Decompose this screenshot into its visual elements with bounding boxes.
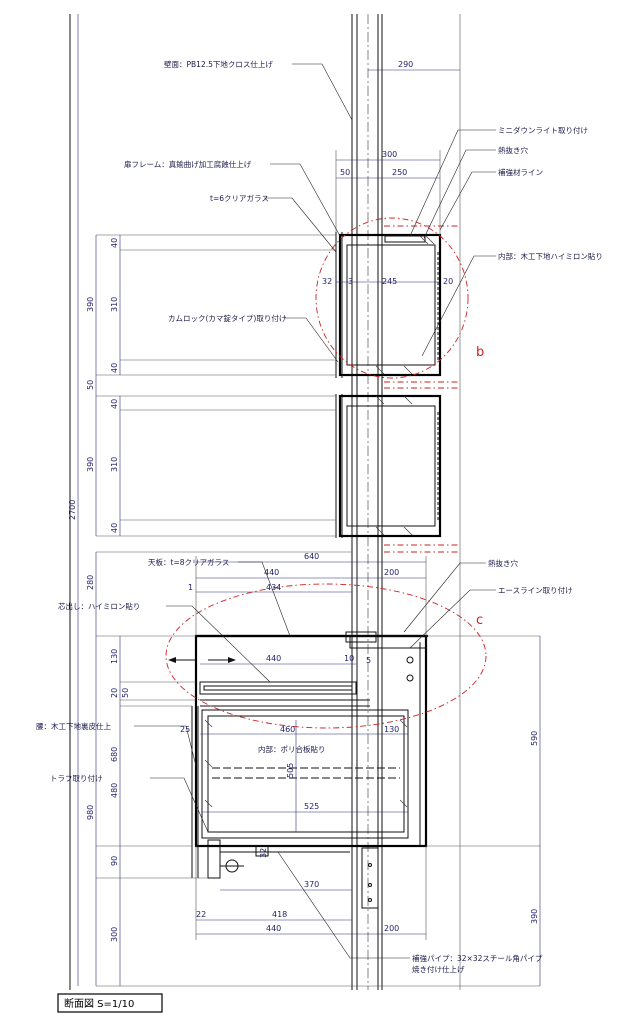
- note-vent-hole-top: 熱抜き穴: [498, 145, 528, 155]
- reinforce-lines: [384, 225, 460, 553]
- dim-3: 3: [348, 277, 353, 286]
- dim-25: 25: [180, 725, 190, 734]
- note-reinforce-line: 補強材ライン: [498, 167, 543, 177]
- dim-32: 32: [322, 277, 332, 286]
- dim-200b: 200: [384, 924, 399, 933]
- note-cam-lock: カムロック(カマ錠タイプ)取り付け: [168, 313, 286, 323]
- dim-v680: 680: [110, 747, 119, 762]
- dim-v390c: 390: [530, 909, 539, 924]
- dim-460: 460: [280, 725, 295, 734]
- note-reinforce-pipe-2: 焼き付け仕上げ: [412, 964, 465, 974]
- dim-v40d: 40: [110, 523, 119, 533]
- dim-v40a: 40: [110, 238, 119, 248]
- note-core-hymilon: 芯出し：ハイミロン貼り: [58, 601, 140, 611]
- dim-440a: 440: [264, 568, 279, 577]
- dim-v280: 280: [86, 575, 95, 590]
- dim-440c: 440: [266, 924, 281, 933]
- lower-counter: [168, 631, 428, 909]
- dimension-lines: [77, 14, 541, 986]
- dim-200a: 200: [384, 568, 399, 577]
- dim-v310b: 310: [110, 457, 119, 472]
- dim-130: 130: [384, 725, 399, 734]
- note-clear-glass-6: t=6クリアガラス: [210, 193, 269, 203]
- dim-v50: 50: [86, 380, 95, 390]
- dim-v2700: 2700: [68, 500, 77, 520]
- dim-v310a: 310: [110, 297, 119, 312]
- dim-v390b: 390: [86, 457, 95, 472]
- dim-640: 640: [304, 552, 319, 561]
- wall-section: [351, 14, 383, 990]
- title-block-text: 断面図 S=1/10: [64, 997, 134, 1010]
- dim-1: 1: [188, 583, 193, 592]
- dim-434: 434: [266, 583, 281, 592]
- note-truss: トラフ取り付け: [50, 773, 103, 783]
- dim-v130: 130: [110, 649, 119, 664]
- dim-v390a: 390: [86, 297, 95, 312]
- note-door-frame: 扉フレーム：真鍮曲げ加工腐蝕仕上げ: [124, 159, 252, 169]
- note-reinforce-pipe-1: 補強パイプ：32×32スチール角パイプ: [412, 953, 543, 963]
- dim-370: 370: [304, 880, 319, 889]
- dim-v40c: 40: [110, 399, 119, 409]
- callout-b-ellipse: [315, 217, 469, 379]
- dim-290: 290: [398, 60, 413, 69]
- dim-300: 300: [382, 150, 397, 159]
- dimension-texts: 290 300 50 250 32 3 245 20 40 310 390 40…: [68, 60, 539, 942]
- dim-v50b: 50: [121, 688, 130, 698]
- dim-50: 50: [340, 168, 350, 177]
- note-vent-hole-mid: 熱抜き穴: [488, 558, 518, 568]
- dim-v980: 980: [86, 805, 95, 820]
- dim-5: 5: [366, 656, 371, 665]
- dim-v480: 480: [110, 783, 119, 798]
- dim-10: 10: [344, 654, 354, 663]
- callout-c-ellipse: [165, 583, 487, 729]
- note-waist: 腰：木工下地裏皮仕上: [36, 721, 111, 731]
- dim-525: 525: [304, 802, 319, 811]
- dim-32b: 32: [259, 848, 268, 858]
- note-top-plate: 天板：t=8クリアガラス: [148, 557, 229, 567]
- dim-v505: 505: [286, 763, 295, 778]
- upper-cabinet-2: [335, 394, 442, 538]
- dim-22: 22: [196, 910, 206, 919]
- dim-v590: 590: [530, 731, 539, 746]
- callout-b-label: b: [476, 345, 484, 360]
- leader-lines: [134, 63, 496, 959]
- dim-v20: 20: [110, 688, 119, 698]
- dim-245: 245: [382, 277, 397, 286]
- dim-250: 250: [392, 168, 407, 177]
- dim-440b: 440: [266, 654, 281, 663]
- dim-v90: 90: [110, 856, 119, 866]
- upper-extension-lines: [96, 234, 352, 553]
- dim-20: 20: [443, 277, 453, 286]
- lower-extension-lines: [96, 635, 540, 987]
- dim-418: 418: [272, 910, 287, 919]
- note-interior-top: 内部：木工下地ハイミロン貼り: [498, 251, 603, 261]
- dim-v40b: 40: [110, 363, 119, 373]
- note-wall-face: 壁面：PB12.5下地クロス仕上げ: [164, 59, 273, 69]
- upper-cabinet-1: [335, 232, 442, 378]
- dim-v300: 300: [110, 927, 119, 942]
- title-block: [57, 993, 163, 1013]
- callout-c-label: c: [476, 613, 483, 628]
- note-ace-line: エースライン取り付け: [498, 585, 573, 595]
- note-interior-box: 内部：ポリ合板貼り: [258, 744, 326, 754]
- note-mini-downlight: ミニダウンライト取り付け: [498, 125, 588, 135]
